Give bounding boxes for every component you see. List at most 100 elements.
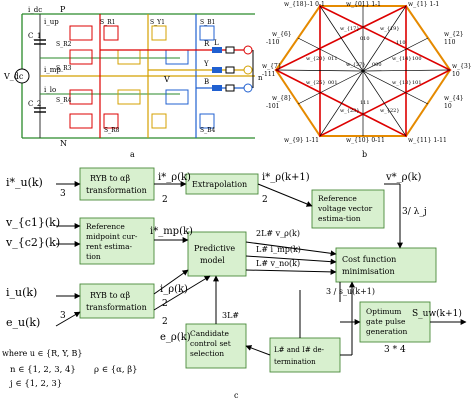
sig-i-rho-k: i_ρ(k) [160,284,188,295]
vec-top-left: w_{18}-1 0-1 [284,1,325,8]
vec-top-right: w_{1} 1-1 [408,1,439,8]
text-candidate-2: control set [190,339,231,348]
text-refvv-3: estima-tion [318,214,361,223]
vec-inner-9: w_{22} [380,108,400,114]
blue-leg-switches [165,25,215,129]
sig-v-rho-star: v*_ρ(k) [385,172,421,183]
block-candidate [185,323,247,369]
text-ryb1-2: transformation [86,186,147,195]
label-n-out: n [258,74,263,82]
note-rho-set: ρ ∈ {α, β} [94,365,138,375]
caption-a: a [130,150,135,159]
block-ref-vv [311,189,385,229]
label-vdc: V_dc [3,72,24,81]
label-idc: i_dc [28,6,42,14]
text-extrapolation: Extrapolation [192,180,247,189]
vec-inner-7: w_{13} [392,80,412,86]
sig-n2c: 2 [162,299,168,309]
vec-bottom-right: w_{11} 1-11 [408,137,447,144]
vec-inner-8: w_{23} [340,108,360,114]
vec-bottom-mid: w_{10} 0-11 [346,137,385,144]
label-sr3: S_R3 [56,65,72,72]
dc-source [14,68,30,84]
block-ryb2 [79,283,155,319]
sig-i-rho-star-k1: i*_ρ(k+1) [262,172,310,183]
note-n-set: n ∈ {1, 2, 3, 4} [10,365,76,375]
text-lsharp-1: L# and I# de- [274,346,325,354]
label-sr2: S_R2 [56,41,72,48]
label-r: R [204,40,210,48]
note-j-set: j ∈ {1, 2, 3} [9,379,62,389]
text-refmp-3: rent estima- [86,242,133,251]
vec-right-1: w_{2} [444,31,464,38]
vec-inner-4: w_{27} [346,62,366,68]
sig-l-ino: L# v_no(k) [256,259,300,268]
text-cost-2: minimisation [342,267,395,276]
caption-b: b [362,150,367,159]
label-n: N [60,139,67,148]
vec-inner-5: w_{14} [392,56,412,62]
label-y: Y [203,60,209,68]
vec-inner-2: w_{25} [306,80,326,86]
sig-n2a: 2 [162,195,168,205]
sig-n3b: 3 [60,311,66,321]
vec-code-000: 000 [372,62,382,68]
label-b: B [204,78,209,86]
text-candidate-3: selection [190,349,224,358]
yellow-leg-switches [117,25,167,129]
sig-n2b: 2 [262,195,268,205]
vec-right-3: w_{4} [444,95,464,102]
label-iup: i_up [44,18,59,26]
sig-l-imp: L# i_mp(k) [256,245,301,254]
text-refmp-2: midpoint cur- [86,232,138,241]
vec-left-2b: -111 [262,71,275,78]
vec-right-2: w_{3} [452,63,472,70]
vec-code-010: 010 [360,36,370,42]
vec-left-3: w_{8} [272,95,292,102]
capacitor-c2 [34,107,46,113]
text-refmp-4: tion [86,252,101,261]
panel-b-hexagon: w_{18}-1 0-1 w_{01} 1-1 w_{1} 1-1 w_{2} … [262,1,472,159]
text-predictive-1: Predictive [194,244,235,253]
sig-2l-v: 2L# v_ρ(k) [256,229,300,238]
label-imp: i_mp [44,66,61,74]
vec-left-1b: -110 [266,39,280,46]
vec-right-1b: 110 [444,39,456,46]
sig-three-four: 3 * 4 [384,345,406,355]
red-leg-switches [69,25,119,129]
vec-left-3b: -101 [266,103,279,110]
load-elements [212,45,253,93]
text-refvv-2: voltage vector [317,204,373,213]
text-optimum-3: generation [366,327,407,336]
vec-left-2: w_{7} [262,63,282,70]
vec-code-011: 011 [328,56,338,62]
label-v: V [163,75,170,84]
block-ref-mp [79,217,155,265]
text-refvv-1: Reference [318,194,357,203]
sig-e-rho-k: e_ρ(k) [160,332,191,343]
sig-su: 3 / s_u(k+1) [326,287,375,296]
label-sb1: S_B1 [200,19,215,26]
text-ryb2-1: RYB to αβ [90,291,130,300]
label-p: P [60,5,66,14]
sig-i-rho-star-k: i*_ρ(k) [158,172,191,183]
block-ryb1 [79,167,155,201]
input-vc1: v_{c1}(k) [5,216,60,229]
text-candidate-1: Candidate [190,329,230,338]
vec-inner-6: w_{19} [380,26,400,32]
text-optimum-2: gate pulse [366,317,406,326]
panel-c-block-diagram: RYB to αβ transformation Extrapolation R… [2,167,467,400]
input-iu-star: i*_u(k) [6,176,43,189]
label-sr4: S_R4 [56,97,72,104]
label-sr1: S_R1 [100,19,115,26]
label-sy1: S_Y1 [150,19,165,26]
input-vc2: v_{c2}(k) [5,236,60,249]
vec-code-100: 100 [412,56,422,62]
text-predictive-2: model [200,256,225,265]
vec-code-110: 110 [396,40,406,46]
text-lsharp-2: termination [274,358,316,366]
caption-c: c [234,391,239,400]
note-where: where u ∈ {R, Y, B} [2,349,83,358]
label-sb4: S_B4 [200,127,216,134]
vec-right-2b: 10 [452,71,460,78]
